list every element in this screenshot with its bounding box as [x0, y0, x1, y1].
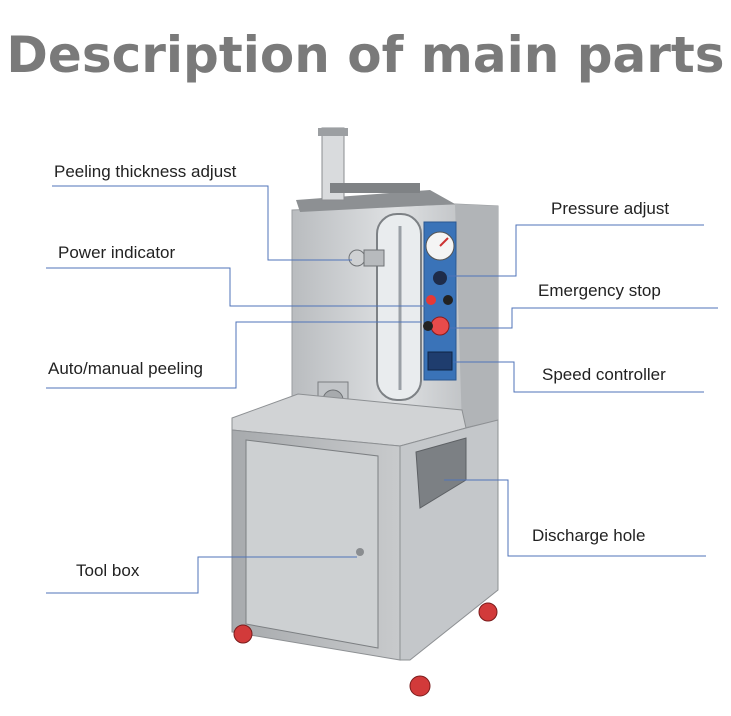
top-plate — [296, 190, 455, 212]
leader-emergency-stop — [450, 307, 718, 329]
leader-speed-controller — [453, 361, 704, 393]
leader-lines — [46, 185, 718, 594]
label-tool-box: Tool box — [76, 561, 140, 580]
tower-side — [455, 204, 498, 428]
power-indicator-lamp — [426, 295, 436, 305]
door-handle — [356, 548, 364, 556]
page-title: Description of main parts — [6, 26, 725, 84]
label-auto-manual-peeling: Auto/manual peeling — [48, 359, 204, 378]
label-peeling-thickness-adjust: Peeling thickness adjust — [54, 162, 237, 181]
speed-controller-display — [427, 351, 453, 371]
emergency-stop-button — [430, 316, 450, 336]
caster-wheels — [233, 602, 498, 697]
label-speed-controller: Speed controller — [542, 365, 666, 384]
pressure-knob — [433, 271, 447, 285]
tool-box-door — [245, 439, 379, 649]
leader-auto-manual — [46, 321, 422, 389]
auto-manual-switch — [423, 321, 433, 331]
label-pressure-adjust: Pressure adjust — [551, 199, 670, 218]
leader-pressure-adjust — [448, 224, 704, 277]
label-discharge-hole: Discharge hole — [532, 526, 646, 545]
label-power-indicator: Power indicator — [58, 243, 176, 262]
leader-peeling-thickness — [52, 185, 352, 261]
label-emergency-stop: Emergency stop — [538, 281, 661, 300]
thickness-knob — [348, 249, 366, 267]
leader-discharge-hole — [444, 479, 706, 557]
leader-tool-box — [46, 556, 357, 594]
leader-power-indicator — [46, 267, 425, 307]
